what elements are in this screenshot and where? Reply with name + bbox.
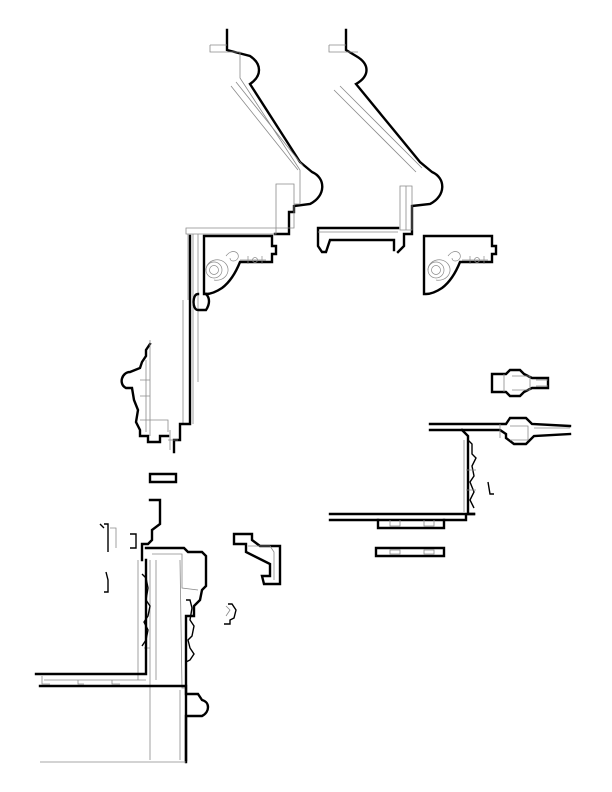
cornice-crown-with-bracket [120, 28, 324, 454]
rail-cap-large [328, 416, 572, 530]
base-trim [374, 546, 446, 558]
cornice-crown-alternate [316, 28, 444, 254]
door-casing-section [34, 472, 282, 764]
bracket-elevation [422, 234, 498, 296]
rail-cap-small [490, 368, 550, 398]
